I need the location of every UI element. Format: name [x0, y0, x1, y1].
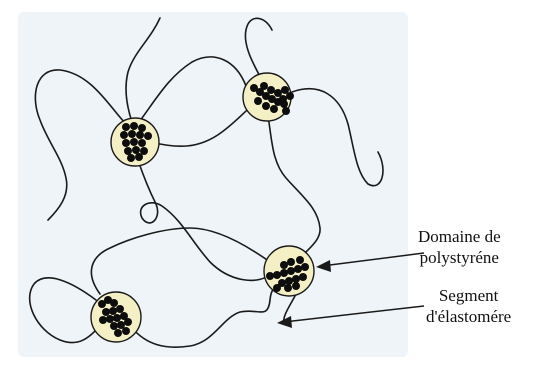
polystyrene-bead [135, 153, 143, 161]
polystyrene-bead [285, 277, 293, 285]
polystyrene-bead [128, 130, 136, 138]
polystyrene-bead [132, 146, 140, 154]
polystyrene-bead [294, 265, 302, 273]
polystyrene-bead [136, 131, 144, 139]
polystyrene-bead [280, 269, 288, 277]
polystyrene-bead [114, 329, 122, 337]
polystyrene-bead [122, 139, 130, 147]
polystyrene-bead [299, 273, 307, 281]
polystyrene-bead [124, 147, 132, 155]
polystyrene-bead [109, 307, 117, 315]
polystyrene-bead [270, 105, 278, 113]
polystyrene-bead [106, 315, 114, 323]
polystyrene-bead [273, 284, 281, 292]
polystyrene-bead [287, 258, 295, 266]
polystyrene-bead [292, 282, 300, 290]
polystyrene-bead [127, 154, 135, 162]
polystyrene-bead [144, 132, 152, 140]
polystyrene-bead [301, 263, 309, 271]
polystyrene-bead [254, 97, 262, 105]
polystyrene-bead [266, 272, 274, 280]
polystyrene-bead [110, 299, 118, 307]
polystyrene-bead [124, 318, 132, 326]
polystyrene-bead [296, 256, 304, 264]
polystyrene-bead [120, 131, 128, 139]
domain-middle-right [264, 246, 314, 296]
polystyrene-domain-label: Domaine de polystyréne [418, 226, 501, 268]
polystyrene-bead [292, 275, 300, 283]
elastomer-segment-label-line1: Segment [426, 285, 511, 306]
polystyrene-bead [281, 86, 289, 94]
polystyrene-domain-label-line2: polystyréne [418, 247, 501, 268]
polystyrene-bead [284, 284, 292, 292]
polystyrene-bead [282, 107, 290, 115]
polystyrene-bead [122, 327, 130, 335]
elastomer-segment-label-line2: d'élastomére [426, 306, 511, 327]
elastomer-segment-label: Segment d'élastomére [426, 285, 511, 327]
polystyrene-bead [262, 102, 270, 110]
polystyrene-bead [102, 308, 110, 316]
polystyrene-bead [99, 316, 107, 324]
polystyrene-bead [130, 138, 138, 146]
polystyrene-bead [280, 261, 288, 269]
polystyrene-bead [273, 271, 281, 279]
polystyrene-bead [113, 314, 121, 322]
polystyrene-bead [110, 322, 118, 330]
polystyrene-bead [116, 305, 124, 313]
polystyrene-bead [267, 86, 275, 94]
domain-top-left [111, 118, 159, 166]
polystyrene-bead [122, 123, 130, 131]
polystyrene-bead [279, 95, 287, 103]
polystyrene-bead [130, 122, 138, 130]
domain-bottom-left [91, 292, 141, 342]
polystyrene-bead [138, 124, 146, 132]
polystyrene-domain-label-line1: Domaine de [418, 226, 501, 247]
polystyrene-bead [287, 267, 295, 275]
diagram-background [18, 12, 408, 357]
polystyrene-bead [260, 82, 268, 90]
polystyrene-bead [138, 139, 146, 147]
